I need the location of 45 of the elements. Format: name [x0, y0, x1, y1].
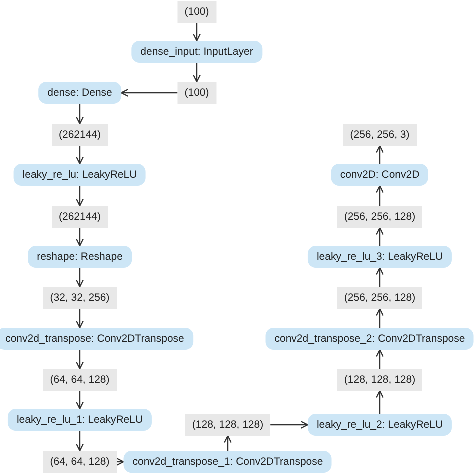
tensor-shape-box: (32, 32, 256): [43, 287, 117, 309]
arrow: [116, 458, 124, 466]
tensor-shape-box: (256, 256, 3): [343, 124, 417, 146]
arrow: [76, 104, 84, 125]
layer-box: leaky_re_lu_3: LeakyReLU: [308, 246, 452, 268]
arrow: [376, 390, 384, 414]
arrow: [76, 391, 84, 410]
arrow: [376, 308, 384, 328]
arrow: [376, 349, 384, 369]
layer-box: conv2d_transpose: Conv2DTranspose: [0, 328, 194, 350]
layer-box: dense: Dense: [38, 82, 122, 104]
layer-box: conv2D: Conv2D: [331, 164, 429, 186]
arrow: [193, 63, 201, 83]
arrow: [270, 421, 309, 429]
tensor-shape-box: (256, 256, 128): [337, 287, 423, 309]
tensor-shape-box: (64, 64, 128): [43, 369, 117, 391]
arrow: [224, 435, 232, 451]
tensor-shape-box: (64, 64, 128): [43, 451, 117, 473]
arrow: [120, 89, 178, 97]
layer-box: reshape: Reshape: [28, 246, 132, 268]
arrow: [76, 350, 84, 370]
layer-box: dense_input: InputLayer: [132, 41, 262, 63]
tensor-shape-box: (100): [178, 82, 216, 104]
arrow: [376, 227, 384, 246]
arrow: [376, 145, 384, 164]
tensor-shape-box: (262144): [52, 206, 108, 228]
arrow: [76, 186, 84, 207]
layer-box: conv2d_transpose_2: Conv2DTranspose: [266, 328, 474, 350]
arrow: [193, 23, 201, 42]
arrow: [76, 309, 84, 329]
tensor-shape-box: (128, 128, 128): [337, 369, 423, 391]
arrow: [76, 146, 84, 165]
layer-box: leaky_re_lu_2: LeakyReLU: [308, 414, 452, 436]
tensor-shape-box: (256, 256, 128): [337, 206, 423, 228]
arrow: [76, 228, 84, 247]
arrow: [76, 431, 84, 452]
arrow: [76, 268, 84, 288]
layer-box: conv2d_transpose_1: Conv2DTranspose: [124, 451, 332, 473]
tensor-shape-box: (262144): [52, 124, 108, 146]
tensor-shape-box: (128, 128, 128): [185, 414, 271, 436]
layer-box: leaky_re_lu_1: LeakyReLU: [8, 409, 152, 431]
arrow: [376, 267, 384, 287]
layer-box: leaky_re_lu: LeakyReLU: [14, 164, 146, 186]
arrow: [376, 185, 384, 206]
tensor-shape-box: (100): [178, 1, 216, 23]
